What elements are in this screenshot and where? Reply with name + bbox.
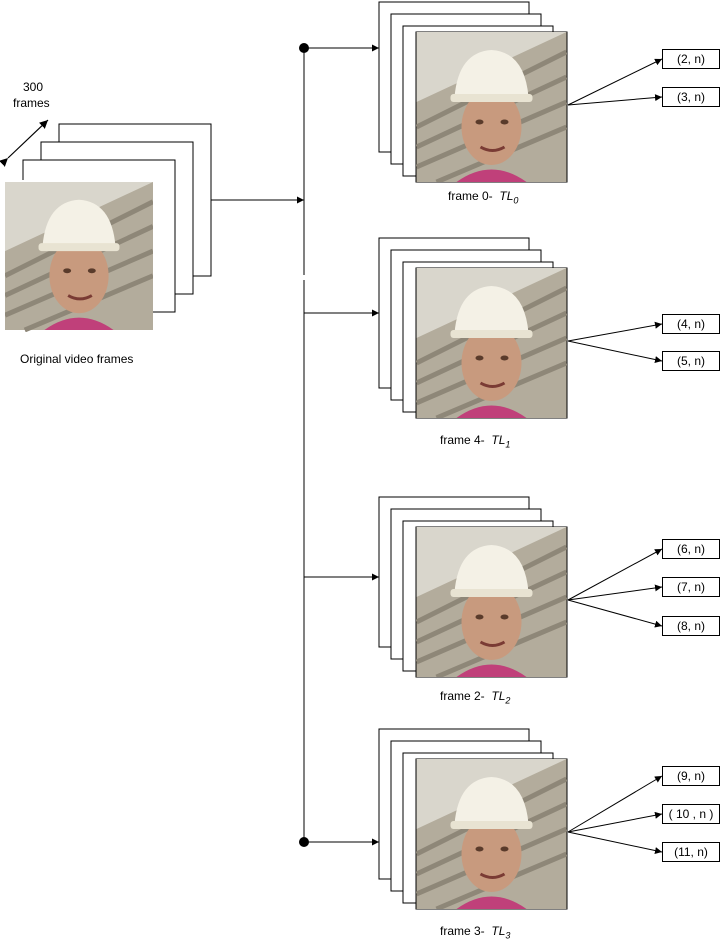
frame-stack-group-2 <box>304 496 663 678</box>
output-arrow <box>567 775 663 833</box>
output-arrow <box>567 584 663 601</box>
tl-label: TL1 <box>491 433 511 450</box>
stack-frame-image <box>417 32 567 182</box>
frame-label: frame 2- <box>440 689 485 703</box>
group-caption-0: frame 0- TL0 <box>448 189 518 205</box>
stack-frame-image <box>417 759 567 909</box>
group-caption-2: frame 2- TL2 <box>440 689 510 705</box>
frame-label: frame 4- <box>440 433 485 447</box>
output-box: (9, n) <box>662 766 720 786</box>
frame-count-arrow <box>0 119 49 167</box>
output-arrow <box>567 94 663 106</box>
source-caption: Original video frames <box>20 352 134 366</box>
frame-label: frame 3- <box>440 924 485 938</box>
group-caption-1: frame 4- TL1 <box>440 433 510 449</box>
tl-label: TL0 <box>499 189 519 206</box>
source-frame-stack <box>5 123 212 332</box>
stack-frame-image <box>417 268 567 418</box>
output-arrow <box>567 58 663 106</box>
output-arrow <box>567 811 663 833</box>
output-box: ( 10 , n ) <box>662 804 720 824</box>
frame-stack-group-0 <box>304 1 663 183</box>
output-arrow <box>567 548 663 601</box>
output-arrow <box>567 340 663 363</box>
output-box: (3, n) <box>662 87 720 107</box>
tl-label: TL3 <box>491 924 511 941</box>
tl-label: TL2 <box>491 689 511 706</box>
output-box: (8, n) <box>662 616 720 636</box>
output-box: (5, n) <box>662 351 720 371</box>
output-box: (11, n) <box>662 842 720 862</box>
frame-count-label: 300 <box>23 80 44 94</box>
source-frame-image <box>5 182 153 330</box>
output-arrow <box>567 599 663 628</box>
output-box: (6, n) <box>662 539 720 559</box>
output-arrow <box>567 831 663 854</box>
group-caption-3: frame 3- TL3 <box>440 924 510 940</box>
output-box: (4, n) <box>662 314 720 334</box>
output-arrow <box>567 321 663 342</box>
output-box: (2, n) <box>662 49 720 69</box>
frame-stack-group-3 <box>304 728 663 910</box>
output-box: (7, n) <box>662 577 720 597</box>
frame-count-sub-label: frames <box>13 96 50 110</box>
frame-label: frame 0- <box>448 189 493 203</box>
stack-frame-image <box>417 527 567 677</box>
frame-stack-group-1 <box>304 237 663 419</box>
